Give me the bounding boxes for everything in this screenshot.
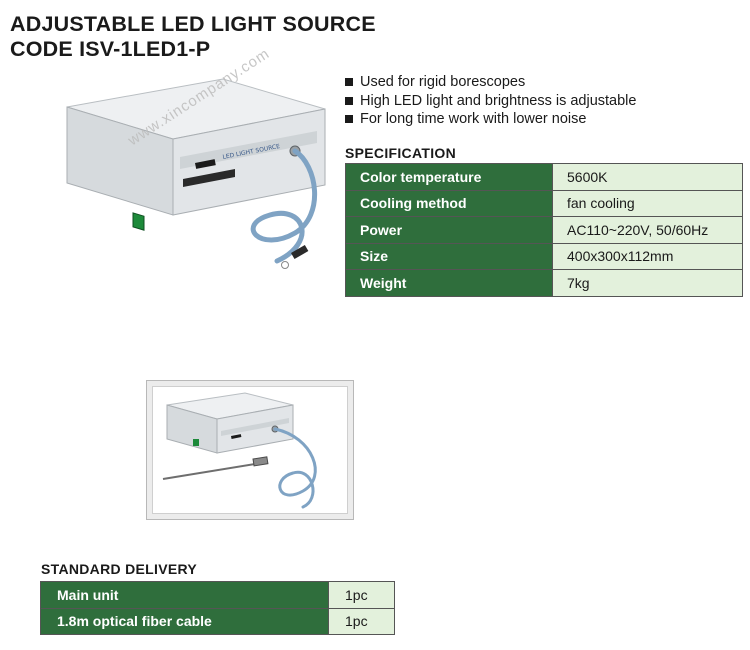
feature-list: Used for rigid borescopes High LED light… [345, 73, 636, 129]
specification-heading: SPECIFICATION [345, 145, 456, 161]
device-front-panel [172, 108, 326, 216]
square-bullet-icon [345, 96, 353, 105]
feature-item: For long time work with lower noise [345, 110, 636, 129]
spec-label: Weight [345, 269, 553, 297]
borescope-probe [162, 462, 262, 480]
page-title: ADJUSTABLE LED LIGHT SOURCE CODE ISV-1LE… [10, 12, 376, 62]
fiber-cable [273, 427, 317, 509]
product-title: ADJUSTABLE LED LIGHT SOURCE [10, 12, 376, 36]
standard-delivery-table: Main unit 1pc 1.8m optical fiber cable 1… [40, 581, 395, 635]
delivery-quantity: 1pc [328, 581, 395, 609]
table-row: Size 400x300x112mm [345, 242, 743, 270]
spec-value: 400x300x112mm [552, 242, 743, 270]
feature-item: High LED light and brightness is adjusta… [345, 92, 636, 111]
table-row: Power AC110~220V, 50/60Hz [345, 216, 743, 244]
cable-connector [290, 245, 309, 260]
spec-value: 5600K [552, 163, 743, 191]
delivery-item: Main unit [40, 581, 329, 609]
standard-delivery-heading: STANDARD DELIVERY [41, 561, 197, 577]
device-label-strip [221, 418, 289, 436]
fiber-cable [250, 148, 318, 264]
light-tip [281, 261, 289, 269]
square-bullet-icon [345, 78, 353, 86]
table-row: Cooling method fan cooling [345, 189, 743, 217]
power-switch-icon [132, 212, 145, 231]
specification-table: Color temperature 5600K Cooling method f… [345, 163, 743, 297]
brand-badge [195, 159, 216, 169]
led-light-source-illustration: LED LIGHT SOURCE [66, 78, 326, 269]
spec-label: Size [345, 242, 553, 270]
borescope-eyepiece [252, 456, 269, 467]
product-photo-with-borescope [146, 380, 354, 520]
brand-badge [231, 434, 242, 439]
spec-label: Power [345, 216, 553, 244]
product-code: CODE ISV-1LED1-P [10, 37, 211, 61]
spec-value: fan cooling [552, 189, 743, 217]
photo-frame-inner [152, 386, 348, 514]
device-display [183, 169, 235, 187]
delivery-item: 1.8m optical fiber cable [40, 607, 329, 635]
table-row: 1.8m optical fiber cable 1pc [40, 607, 395, 635]
table-row: Weight 7kg [345, 269, 743, 297]
spec-label: Cooling method [345, 189, 553, 217]
table-row: Color temperature 5600K [345, 163, 743, 191]
table-row: Main unit 1pc [40, 581, 395, 609]
borescope-setup-illustration [162, 392, 317, 509]
spec-value: AC110~220V, 50/60Hz [552, 216, 743, 244]
product-photo-main: LED LIGHT SOURCE www.xincompany.com [55, 45, 335, 285]
feature-item: Used for rigid borescopes [345, 73, 636, 92]
power-switch-icon [193, 439, 199, 446]
square-bullet-icon [345, 115, 353, 123]
spec-value: 7kg [552, 269, 743, 297]
delivery-quantity: 1pc [328, 607, 395, 635]
spec-label: Color temperature [345, 163, 553, 191]
